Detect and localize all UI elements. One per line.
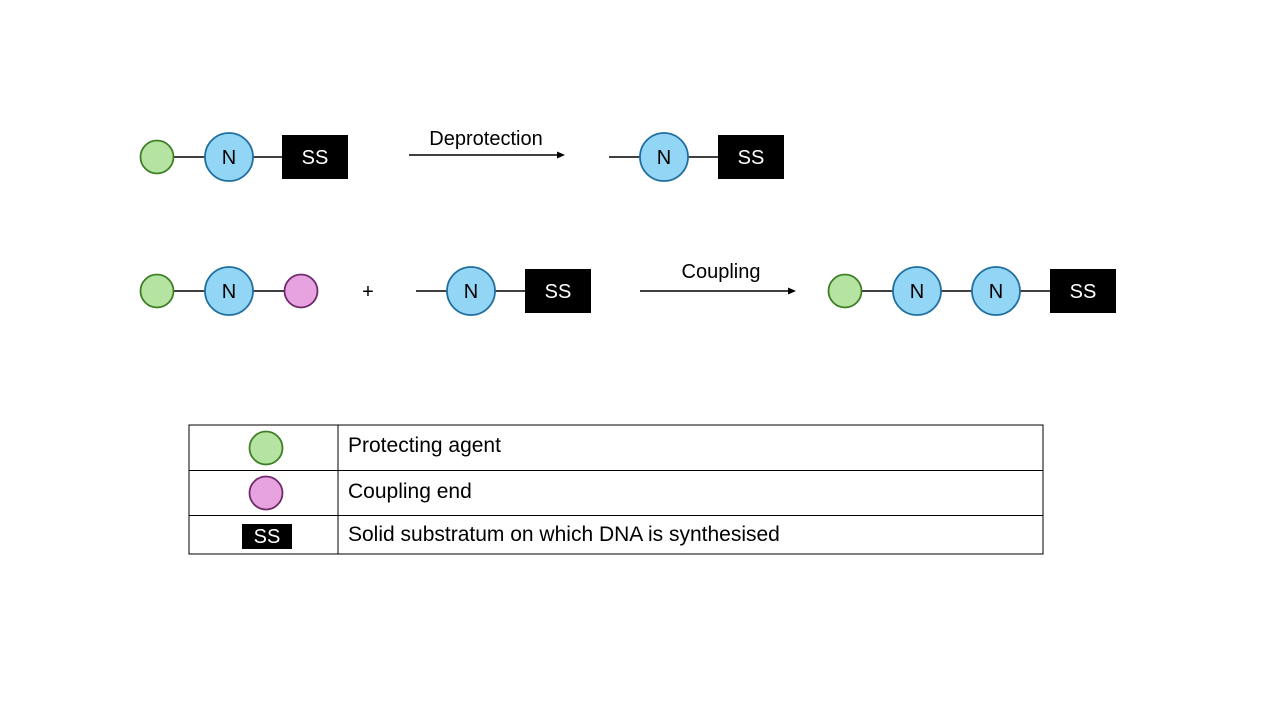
solid-substratum-block [525, 269, 591, 313]
deprotection-label: Deprotection [429, 128, 542, 150]
protecting-agent-circle [139, 139, 175, 175]
legend-description: Protecting agent [348, 434, 501, 457]
legend-description: Solid substratum on which DNA is synthes… [348, 523, 780, 546]
row2-substrate-chain: N SS [416, 266, 591, 316]
coupling-end-circle [283, 273, 319, 309]
legend-row-coupling: Coupling end [248, 475, 472, 511]
legend-border [188, 424, 1044, 555]
nucleotide-circle [892, 266, 942, 316]
nucleotide-circle [971, 266, 1021, 316]
legend-table: Protecting agent Coupling end SS Solid s… [188, 424, 1044, 555]
nucleotide-circle [204, 266, 254, 316]
nucleotide-circle [446, 266, 496, 316]
nucleotide-label: N [222, 147, 236, 169]
coupling-step: Coupling [640, 261, 796, 295]
legend-row-protecting: Protecting agent [248, 430, 501, 466]
protecting-agent-icon [248, 430, 284, 466]
legend-description: Coupling end [348, 480, 472, 503]
row2-incoming-nucleotide: N [139, 266, 319, 316]
solid-substratum-block [282, 135, 348, 179]
nucleotide-label: N [222, 281, 236, 303]
solid-substratum-label: SS [302, 147, 329, 169]
nucleotide-label: N [464, 281, 478, 303]
nucleotide-circle [639, 132, 689, 182]
nucleotide-label: N [989, 281, 1003, 303]
solid-substratum-block [1050, 269, 1116, 313]
coupling-end-icon [248, 475, 284, 511]
solid-substratum-icon [242, 524, 292, 549]
solid-substratum-label: SS [545, 281, 572, 303]
coupling-arrowhead-icon [788, 287, 796, 295]
solid-substratum-block [718, 135, 784, 179]
deprotection-step: Deprotection [409, 128, 565, 159]
row1-reactant-chain: N SS [139, 132, 348, 182]
plus-sign: + [362, 281, 374, 303]
deprotection-arrowhead-icon [557, 151, 565, 159]
solid-substratum-label: SS [1070, 281, 1097, 303]
coupling-label: Coupling [682, 261, 761, 283]
solid-substratum-label: SS [738, 147, 765, 169]
legend-row-substrate: SS Solid substratum on which DNA is synt… [242, 523, 780, 549]
row1-product-chain: N SS [609, 132, 784, 182]
row2-product-chain: N N SS [827, 266, 1116, 316]
nucleotide-label: N [910, 281, 924, 303]
protecting-agent-circle [139, 273, 175, 309]
protecting-agent-circle [827, 273, 863, 309]
solid-substratum-icon-label: SS [254, 526, 281, 548]
nucleotide-label: N [657, 147, 671, 169]
nucleotide-circle [204, 132, 254, 182]
